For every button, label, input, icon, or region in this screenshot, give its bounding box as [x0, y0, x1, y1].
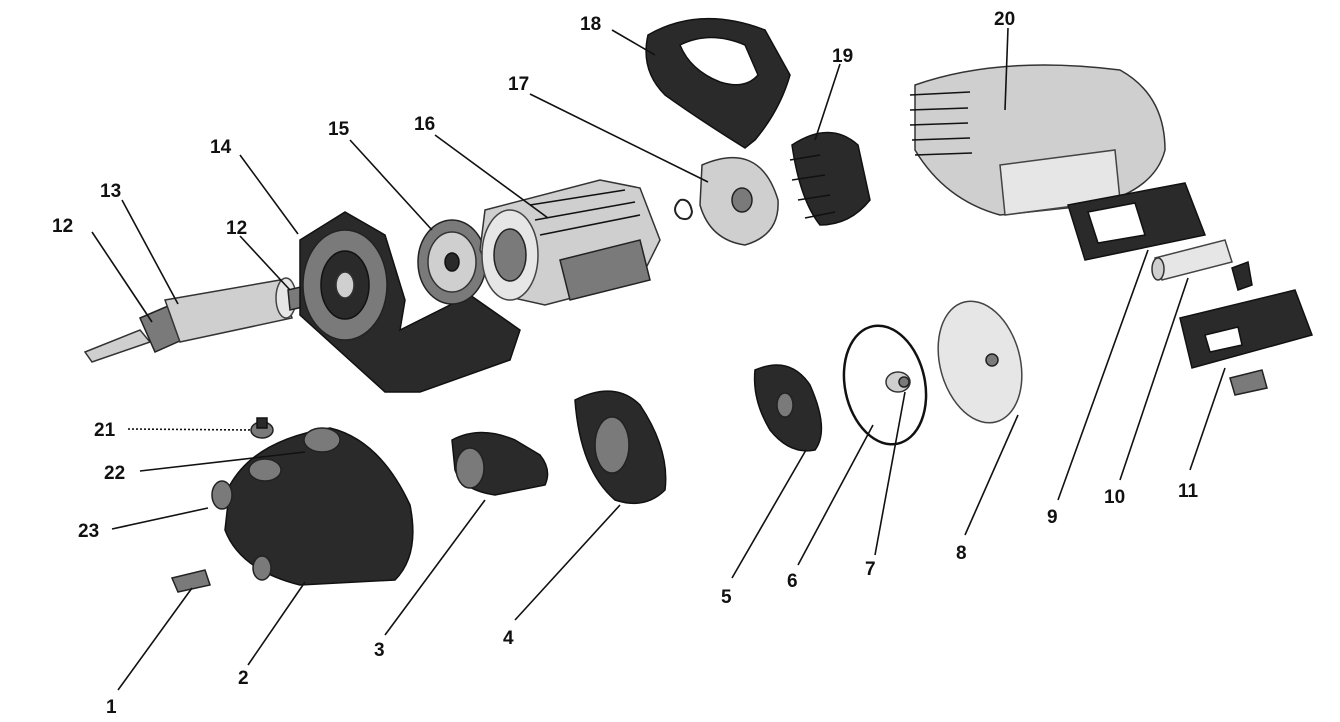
callout-9: 9 — [1047, 507, 1058, 528]
leader-lines — [91, 27, 1226, 691]
leader-6 — [797, 424, 874, 566]
callout-12b: 12 — [226, 218, 247, 239]
callout-2: 2 — [238, 668, 249, 689]
part-8-seal-plate — [937, 300, 1023, 424]
callout-18: 18 — [580, 14, 601, 35]
leader-20 — [1004, 27, 1009, 111]
leader-14 — [239, 154, 299, 235]
part-5-impeller — [753, 364, 823, 452]
callout-13: 13 — [100, 181, 121, 202]
part-15-bearing-cover — [417, 219, 487, 305]
callout-21: 21 — [94, 420, 116, 441]
leader-2 — [247, 581, 306, 666]
leader-23 — [111, 507, 209, 530]
part-10-capacitor — [1151, 239, 1253, 291]
callout-6: 6 — [787, 571, 798, 592]
leader-18 — [611, 29, 656, 56]
leader-19 — [814, 63, 841, 141]
callout-23: 23 — [78, 521, 99, 542]
leader-9 — [1057, 249, 1149, 501]
part-11-terminal-cover — [1179, 289, 1313, 396]
callout-15: 15 — [328, 119, 350, 140]
part-14-motor-bracket — [299, 211, 521, 393]
part-2-pump-body — [211, 427, 414, 586]
leader-13 — [121, 199, 179, 305]
leader-16 — [434, 134, 549, 219]
leader-3 — [384, 499, 486, 636]
leader-17 — [529, 93, 709, 183]
part-3-ejector — [451, 431, 549, 496]
leader-4 — [514, 504, 621, 621]
leader-11 — [1189, 367, 1226, 471]
leader-8 — [964, 414, 1019, 536]
leader-12b — [239, 235, 291, 291]
callout-22: 22 — [104, 463, 125, 484]
callout-17: 17 — [508, 74, 529, 95]
callout-19: 19 — [832, 46, 853, 67]
callout-11: 11 — [1178, 481, 1199, 502]
leader-12a — [91, 231, 153, 323]
part-7-mechanical-seal — [885, 371, 911, 393]
leader-1 — [117, 587, 193, 691]
part-4-diffuser-housing — [574, 390, 667, 505]
leader-21 — [127, 428, 253, 431]
leader-15 — [349, 139, 433, 231]
leader-7 — [874, 391, 906, 556]
leader-10 — [1119, 277, 1189, 481]
part-1-drain-plug — [170, 569, 211, 593]
callout-4: 4 — [503, 628, 514, 649]
part-16-motor-housing — [479, 179, 661, 306]
callout-5: 5 — [721, 587, 732, 608]
part-18-carry-handle — [645, 17, 791, 149]
callout-labels: 1 2 3 4 5 6 7 8 9 10 11 12 12 13 14 15 1… — [52, 9, 1199, 718]
part-21-bleed-plug — [250, 417, 274, 439]
part-13-rotor-shaft — [83, 277, 308, 363]
callout-3: 3 — [374, 640, 385, 661]
callout-14: 14 — [210, 137, 232, 158]
callout-20: 20 — [994, 9, 1015, 30]
part-6-o-ring — [842, 324, 928, 446]
part-17-end-shield — [674, 156, 779, 246]
callout-12a: 12 — [52, 216, 73, 237]
callout-10: 10 — [1104, 487, 1125, 508]
part-9-terminal-box — [1067, 182, 1207, 261]
part-19-cooling-fan — [789, 131, 871, 226]
leader-22 — [139, 451, 306, 472]
callout-7: 7 — [865, 559, 876, 580]
leader-5 — [731, 449, 807, 579]
part-20-fan-shroud — [909, 64, 1166, 216]
callout-1: 1 — [106, 697, 117, 718]
callout-16: 16 — [414, 114, 435, 135]
callout-8: 8 — [956, 543, 967, 564]
